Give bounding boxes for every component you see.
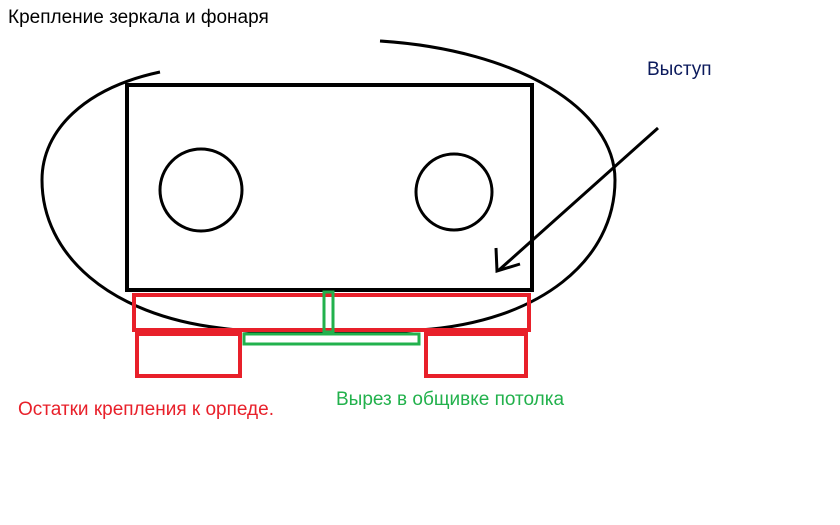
right-hole [414,152,494,232]
mount-remains-left-block [135,332,242,378]
mount-plate [125,83,534,292]
cutout-stem [322,290,335,334]
protrusion-arrow-shaft [498,126,659,272]
cutout-slot [242,332,421,346]
ceiling-cutout-label: Вырез в общивке потолка [336,389,565,410]
mount-remains-label: Остатки крепления к орпеде. [18,399,274,420]
mount-remains-right-block [424,332,528,378]
protrusion-label: Выступ [647,59,712,80]
diagram-title: Крепление зеркала и фонаря [8,7,269,28]
left-hole [158,147,244,233]
protrusion-arrowhead-icon [494,247,521,273]
